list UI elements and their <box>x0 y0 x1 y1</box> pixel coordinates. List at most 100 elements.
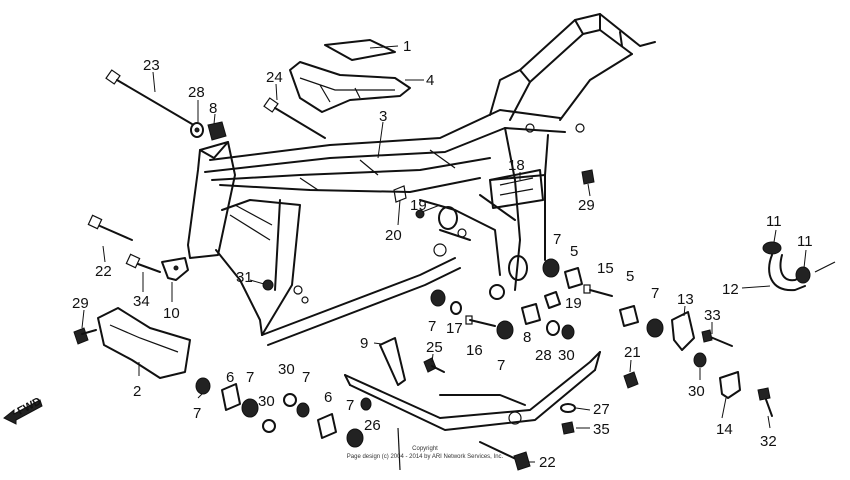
callout-12: 12 <box>722 281 739 298</box>
callout-14: 14 <box>716 421 733 438</box>
bolt-22-left <box>87 214 133 241</box>
callout-20: 20 <box>385 227 402 244</box>
callout-7-h: 7 <box>651 285 659 302</box>
callout-30-a: 30 <box>258 393 275 410</box>
copyright-line-1: Copyright <box>412 446 438 452</box>
bolt-21 <box>623 371 639 389</box>
nut-30-right <box>693 352 707 368</box>
rubber-7-right-b <box>646 318 664 338</box>
part-26 <box>360 397 372 411</box>
bracket-13 <box>671 311 695 351</box>
callout-22-b: 22 <box>539 454 556 471</box>
rubber-7-left-d <box>346 428 364 448</box>
clamp-11-upper <box>762 241 782 255</box>
callout-2: 2 <box>133 383 141 400</box>
bolt-25 <box>423 357 445 373</box>
spacer-6-right <box>317 413 337 439</box>
callout-13: 13 <box>677 291 694 308</box>
callout-7-a: 7 <box>193 405 201 422</box>
callout-16: 16 <box>466 342 483 359</box>
callout-7-g: 7 <box>553 231 561 248</box>
bolt-32 <box>757 387 773 417</box>
bolt-29-right <box>581 169 595 185</box>
clip-14 <box>719 371 741 399</box>
callout-22-a: 22 <box>95 263 112 280</box>
bolt-22-bottom <box>479 441 531 471</box>
callout-26: 26 <box>364 417 381 434</box>
callout-4: 4 <box>426 72 434 89</box>
callout-10: 10 <box>163 305 180 322</box>
forward-arrow-icon: FWD <box>3 395 44 425</box>
callout-8-a: 8 <box>209 100 217 117</box>
callout-11-b: 11 <box>797 233 813 250</box>
nut-30-center <box>561 324 575 340</box>
callout-5-b: 5 <box>626 268 634 285</box>
bolt-33 <box>701 329 733 347</box>
bolt-34 <box>125 253 161 273</box>
callout-28-b: 28 <box>535 347 552 364</box>
bolt-15 <box>583 284 613 297</box>
callout-11-a: 11 <box>766 213 782 230</box>
bolt-23 <box>105 69 193 125</box>
callout-7-e: 7 <box>428 318 436 335</box>
hose-12 <box>768 254 806 292</box>
callout-19-a: 19 <box>410 197 427 214</box>
washer-28-upper <box>190 122 204 138</box>
bracket-10 <box>161 257 189 281</box>
clamp-11-lower <box>795 261 836 284</box>
callout-29-a: 29 <box>72 295 89 312</box>
bolt-29-left <box>73 327 97 345</box>
callout-30-b: 30 <box>278 361 295 378</box>
copyright-line-2: Page design (c) 2004 - 2014 by ARI Netwo… <box>347 454 504 460</box>
bolt-24 <box>263 97 326 139</box>
callout-17: 17 <box>446 320 463 337</box>
leader-lines <box>81 45 807 463</box>
nut-30-mid <box>283 393 297 407</box>
rubber-7-left-c <box>296 402 310 418</box>
callout-9: 9 <box>360 335 368 352</box>
collar-5-b <box>619 305 639 327</box>
callout-7-d: 7 <box>346 397 354 414</box>
bracket-18 <box>489 169 544 209</box>
callout-35: 35 <box>593 421 610 438</box>
callout-15: 15 <box>597 260 614 277</box>
rubber-7-center-b <box>496 320 514 340</box>
callout-18: 18 <box>508 157 525 174</box>
rubber-7-right-a <box>542 258 560 278</box>
callout-28-a: 28 <box>188 84 205 101</box>
callout-30-c: 30 <box>558 347 575 364</box>
bushing-19-lower <box>544 291 561 309</box>
callout-6-a: 6 <box>226 369 234 386</box>
collar-17 <box>450 301 462 315</box>
washer-27 <box>560 403 576 413</box>
rubber-7-center-a <box>430 289 446 307</box>
collar-8-upper <box>207 121 227 141</box>
callout-33: 33 <box>704 307 721 324</box>
callout-34: 34 <box>133 293 150 310</box>
callout-24: 24 <box>266 69 283 86</box>
nut-30-left <box>262 419 276 433</box>
tray-part-4 <box>289 61 411 113</box>
stand-bracket-9 <box>344 337 601 471</box>
callout-31: 31 <box>236 269 253 286</box>
callout-3: 3 <box>379 108 387 125</box>
callout-25: 25 <box>426 339 443 356</box>
callout-32: 32 <box>760 433 777 450</box>
collar-8-center <box>521 303 541 325</box>
callout-7-b: 7 <box>246 369 254 386</box>
callout-5-a: 5 <box>570 243 578 260</box>
callout-labels: 1 2 3 4 5 5 6 6 7 7 7 7 7 7 7 7 8 8 9 10… <box>72 38 813 471</box>
callout-19-b: 19 <box>565 295 582 312</box>
callout-8-b: 8 <box>523 329 531 346</box>
fwd-label: FWD <box>16 395 44 417</box>
bolt-16 <box>465 315 496 327</box>
copyright-notice: Copyright Page design (c) 2004 - 2014 by… <box>347 446 504 460</box>
bolt-31 <box>262 279 274 291</box>
callout-30-d: 30 <box>688 383 705 400</box>
washer-28-center <box>546 320 560 336</box>
callout-23: 23 <box>143 57 160 74</box>
callout-27: 27 <box>593 401 610 418</box>
callout-7-f: 7 <box>497 357 505 374</box>
callout-21: 21 <box>624 344 641 361</box>
